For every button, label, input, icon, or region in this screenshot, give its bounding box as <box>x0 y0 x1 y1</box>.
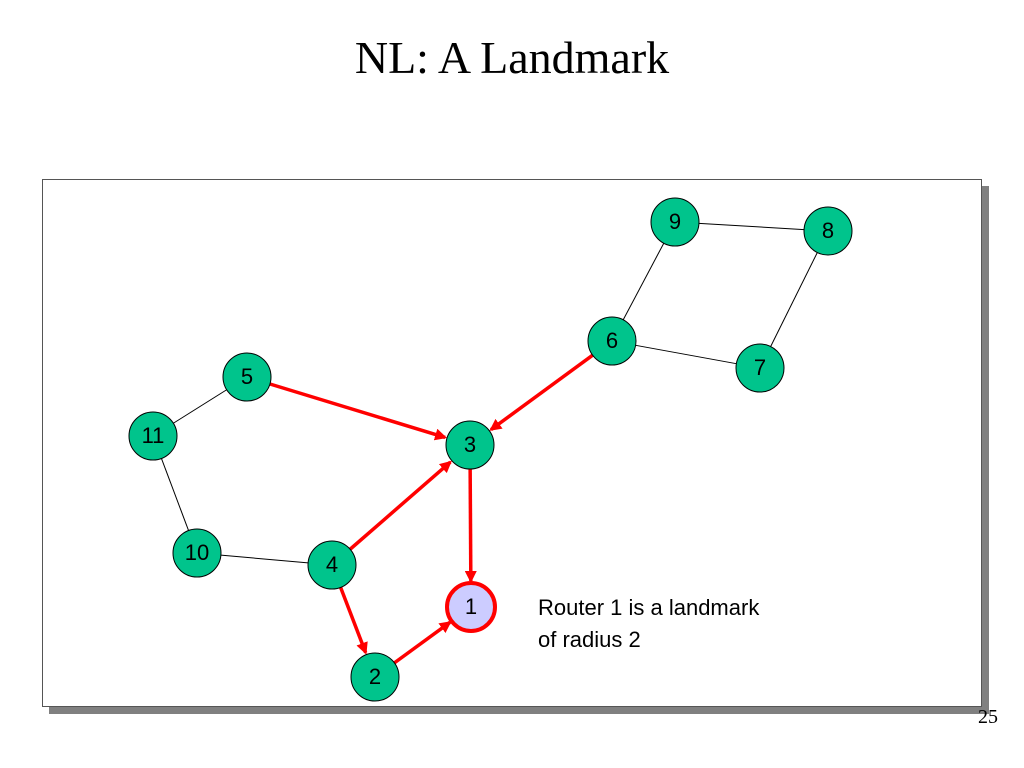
arrow-4-to-2 <box>338 586 368 655</box>
node-label-4: 4 <box>326 552 338 577</box>
node-circle-7 <box>735 343 785 393</box>
node-label-8: 8 <box>822 218 834 243</box>
node-circle-11 <box>128 411 178 461</box>
diagram-panel <box>42 179 982 707</box>
landmark-caption: Router 1 is a landmark of radius 2 <box>538 592 858 656</box>
arrow-4-to-3 <box>348 460 452 551</box>
arrow-6-to-3 <box>489 353 594 432</box>
node-11: 11 <box>128 411 178 461</box>
node-label-11: 11 <box>142 423 165 448</box>
node-circle-5 <box>222 352 272 402</box>
node-label-1: 1 <box>465 594 477 619</box>
caption-line-2: of radius 2 <box>538 627 641 652</box>
node-8: 8 <box>803 206 853 256</box>
node-label-3: 3 <box>464 432 476 457</box>
arrow-3-to-1 <box>464 468 477 584</box>
node-circle-2 <box>350 652 400 702</box>
node-6: 6 <box>587 316 637 366</box>
node-10: 10 <box>172 528 222 578</box>
node-circle-9 <box>650 197 700 247</box>
edge-8-7 <box>770 252 818 347</box>
edge-6-7 <box>635 344 737 365</box>
node-2: 2 <box>350 652 400 702</box>
node-circle-10 <box>172 528 222 578</box>
edge-9-6 <box>622 242 665 321</box>
arrow-2-to-1 <box>393 620 452 665</box>
edge-5-11 <box>173 389 227 424</box>
slide-title: NL: A Landmark <box>354 32 670 83</box>
edge-10-4 <box>220 554 309 564</box>
node-circle-6 <box>587 316 637 366</box>
node-circle-3 <box>445 420 495 470</box>
node-label-6: 6 <box>606 328 618 353</box>
node-circle-4 <box>307 540 357 590</box>
node-1: 1 <box>445 581 497 633</box>
node-label-5: 5 <box>241 364 253 389</box>
node-label-10: 10 <box>185 540 209 565</box>
node-9: 9 <box>650 197 700 247</box>
nodes-layer: 1 2 3 4 5 6 7 8 9 10 11 <box>128 197 853 702</box>
node-circle-1 <box>445 581 497 633</box>
edges-layer <box>160 222 818 665</box>
node-circle-8 <box>803 206 853 256</box>
arrow-5-to-3 <box>269 382 448 441</box>
node-label-9: 9 <box>669 209 681 234</box>
node-7: 7 <box>735 343 785 393</box>
edge-11-10 <box>160 458 190 531</box>
node-3: 3 <box>445 420 495 470</box>
node-label-2: 2 <box>369 664 381 689</box>
node-4: 4 <box>307 540 357 590</box>
caption-line-1: Router 1 is a landmark <box>538 595 760 620</box>
node-5: 5 <box>222 352 272 402</box>
edge-9-8 <box>698 222 805 231</box>
page-number: 25 <box>978 706 998 728</box>
node-label-7: 7 <box>754 355 766 380</box>
